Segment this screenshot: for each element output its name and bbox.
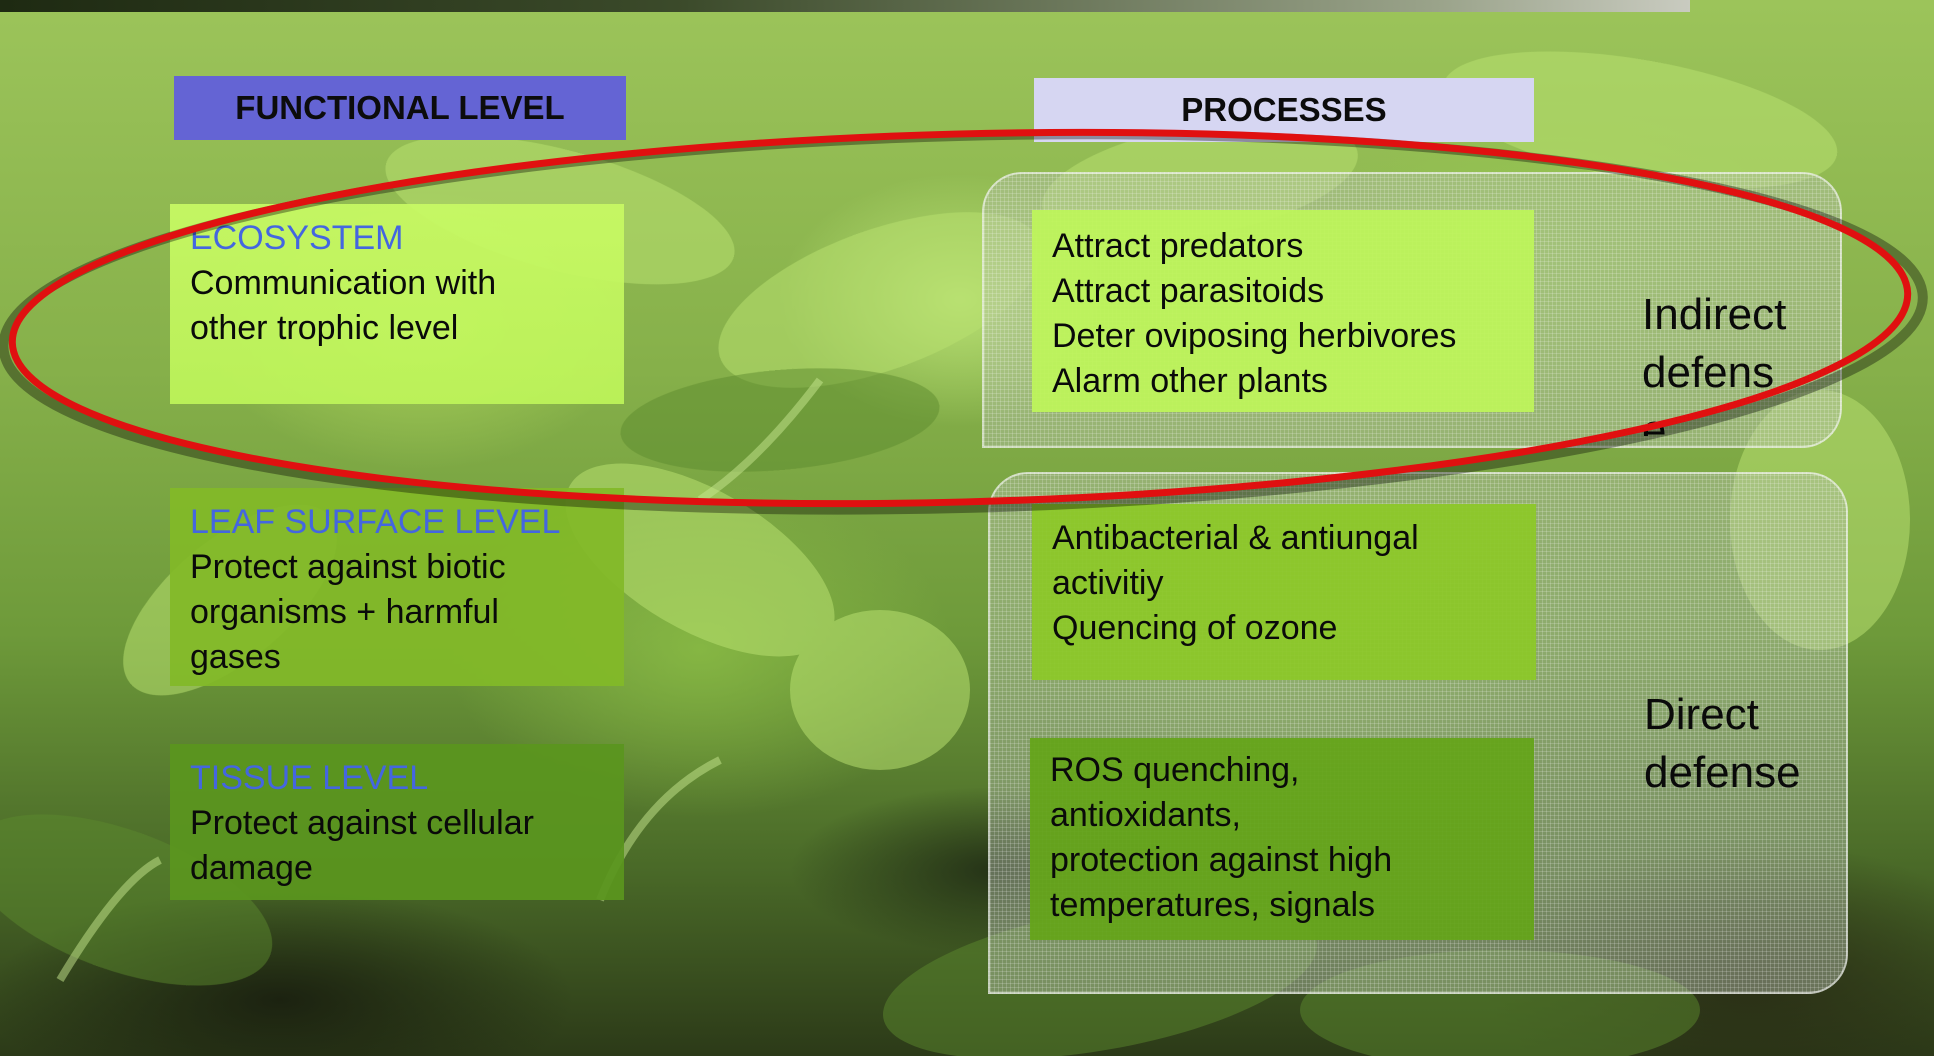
indirect-processes-box: Attract predators Attract parasitoids De… [1032,210,1534,412]
direct-defense-label-line: defense [1644,744,1844,802]
process-item: Attract parasitoids [1052,269,1514,314]
indirect-defense-label-line: Indirect [1642,286,1822,344]
indirect-defense-label-line: defens [1642,344,1822,402]
leaf-surface-box: LEAF SURFACE LEVEL Protect against bioti… [170,488,624,686]
process-item: protection against high [1050,838,1514,883]
process-item: Attract predators [1052,224,1514,269]
tissue-level-title: TISSUE LEVEL [190,756,604,801]
process-item: Quencing of ozone [1052,606,1516,651]
process-item: temperatures, signals [1050,883,1514,928]
ecosystem-title: ECOSYSTEM [190,216,604,261]
direct-processes-box-2: ROS quenching, antioxidants, protection … [1030,738,1534,940]
indirect-defense-label-line: e [1642,402,1822,436]
tissue-level-line: damage [190,846,604,891]
process-item: ROS quenching, [1050,748,1514,793]
leaf-surface-line: Protect against biotic [190,545,604,590]
process-item: activitiy [1052,561,1516,606]
leaf-surface-line: organisms + harmful [190,590,604,635]
process-item: antioxidants, [1050,793,1514,838]
process-item: Deter oviposing herbivores [1052,314,1514,359]
tissue-level-line: Protect against cellular [190,801,604,846]
ecosystem-box: ECOSYSTEM Communication with other troph… [170,204,624,404]
processes-header: PROCESSES [1034,78,1534,142]
top-title-bar [0,0,1690,12]
process-item: Antibacterial & antiungal [1052,516,1516,561]
leaf-surface-title: LEAF SURFACE LEVEL [190,500,604,545]
indirect-defense-label: Indirect defens e [1642,286,1822,436]
direct-processes-box-1: Antibacterial & antiungal activitiy Quen… [1032,504,1536,680]
direct-defense-label-line: Direct [1644,686,1844,744]
ecosystem-line: Communication with [190,261,604,306]
direct-defense-label: Direct defense [1644,686,1844,802]
tissue-level-box: TISSUE LEVEL Protect against cellular da… [170,744,624,900]
process-item: Alarm other plants [1052,359,1514,404]
leaf-surface-line: gases [190,635,604,680]
functional-level-header: FUNCTIONAL LEVEL [174,76,626,140]
ecosystem-line: other trophic level [190,306,604,351]
